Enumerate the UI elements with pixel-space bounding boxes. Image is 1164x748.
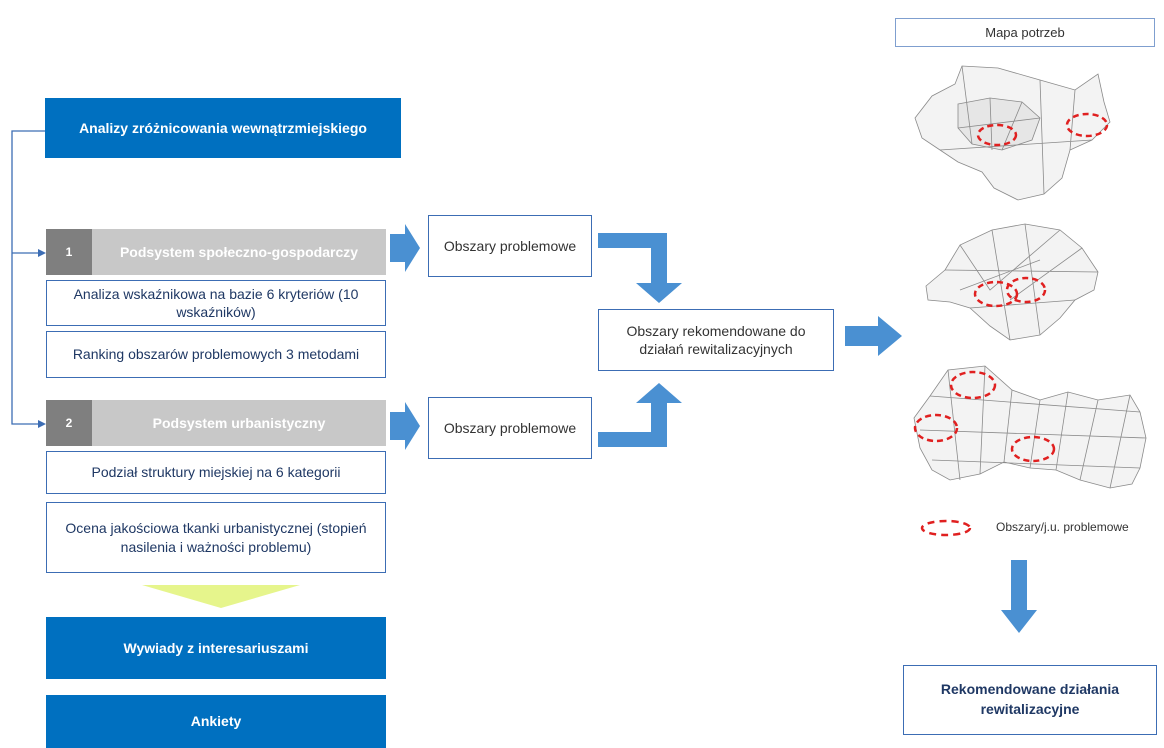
- podsystem-1-item: Analiza wskaźnikowa na bazie 6 kryteriów…: [46, 280, 386, 326]
- obszary-problemowe-box-1: Obszary problemowe: [428, 215, 592, 277]
- obszary-rekomendowane-box: Obszary rekomendowane do działań rewital…: [598, 309, 834, 371]
- rekomendowane-dzialania-label: Rekomendowane działania rewitalizacyjne: [940, 681, 1120, 717]
- problem-area-marker: [913, 413, 959, 443]
- obszary-problemowe-box-2: Obszary problemowe: [428, 397, 592, 459]
- podsystem-1-label: Podsystem społeczno-gospodarczy: [119, 243, 359, 260]
- podsystem-1-header: 1 Podsystem społeczno-gospodarczy: [46, 229, 386, 275]
- podsystem-2-number: 2: [46, 400, 92, 446]
- obszary-problemowe-label: Obszary problemowe: [443, 237, 577, 254]
- lime-arrow-down: [142, 585, 300, 608]
- wywiady-box: Wywiady z interesariuszami: [46, 617, 386, 679]
- legend-marker-icon: [920, 519, 972, 537]
- left-connector: [11, 130, 45, 425]
- arrow-right-2: [390, 402, 420, 450]
- podsystem-2-item: Podział struktury miejskiej na 6 kategor…: [46, 451, 386, 494]
- arrow-down-to-rekomendowane: [1001, 560, 1037, 633]
- problem-area-marker: [1010, 435, 1056, 463]
- mapa-potrzeb-box: Mapa potrzeb: [895, 18, 1155, 47]
- problem-area-marker: [973, 280, 1019, 308]
- problem-area-marker: [949, 370, 997, 400]
- podsystem-2-item-text: Ocena jakościowa tkanki urbanistycznej (…: [65, 520, 367, 555]
- ankiety-box: Ankiety: [46, 695, 386, 748]
- arrow-right-1: [390, 224, 420, 272]
- podsystem-2-item: Ocena jakościowa tkanki urbanistycznej (…: [46, 502, 386, 573]
- podsystem-1-item-text: Analiza wskaźnikowa na bazie 6 kryteriów…: [73, 285, 359, 320]
- legend-label: Obszary/j.u. problemowe: [996, 520, 1129, 534]
- connector-arrowhead-2: [38, 420, 46, 428]
- elbow-arrow-up: [598, 383, 682, 447]
- podsystem-2-label: Podsystem urbanistyczny: [152, 414, 326, 431]
- podsystem-1-item-text: Ranking obszarów problemowych 3 metodami: [72, 346, 360, 363]
- mapa-potrzeb-label: Mapa potrzeb: [985, 25, 1065, 40]
- map-city-1: [914, 65, 1111, 201]
- ankiety-label: Ankiety: [190, 713, 242, 730]
- connector-arrowhead-1: [38, 249, 46, 257]
- rekomendowane-dzialania-box: Rekomendowane działania rewitalizacyjne: [903, 665, 1157, 735]
- elbow-arrow-down: [598, 233, 682, 303]
- podsystem-1-item: Ranking obszarów problemowych 3 metodami: [46, 331, 386, 378]
- arrow-right-to-maps: [845, 316, 902, 356]
- map-city-3: [913, 365, 1147, 489]
- obszary-rekomendowane-label: Obszary rekomendowane do działań rewital…: [626, 322, 806, 357]
- problem-area-marker: [1065, 112, 1109, 138]
- analizy-label: Analizy zróżnicowania wewnątrzmiejskiego: [79, 119, 367, 136]
- podsystem-2-header: 2 Podsystem urbanistyczny: [46, 400, 386, 446]
- problem-area-marker: [1005, 276, 1047, 304]
- podsystem-2-item-text: Podział struktury miejskiej na 6 kategor…: [91, 464, 341, 481]
- obszary-problemowe-label: Obszary problemowe: [443, 419, 577, 436]
- analizy-box: Analizy zróżnicowania wewnątrzmiejskiego: [45, 98, 401, 158]
- problem-area-marker: [976, 123, 1018, 147]
- map-city-2: [925, 223, 1099, 341]
- podsystem-1-number: 1: [46, 229, 92, 275]
- wywiady-label: Wywiady z interesariuszami: [123, 639, 309, 656]
